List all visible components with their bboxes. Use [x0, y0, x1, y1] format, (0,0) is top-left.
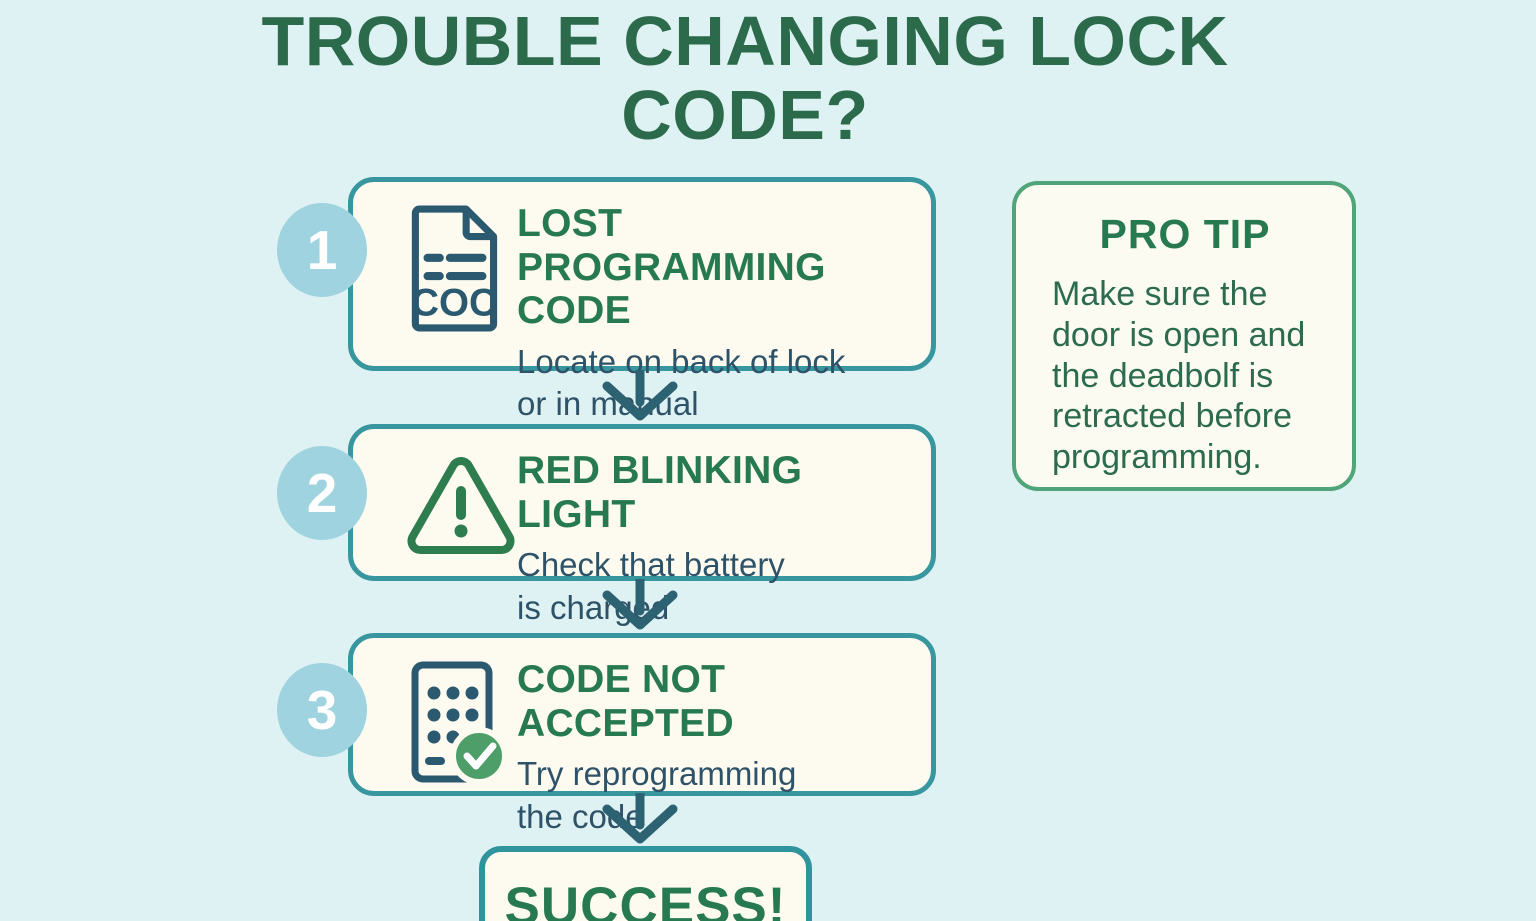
keypad-check-icon	[405, 658, 517, 785]
document-icon-label: COC	[411, 282, 497, 325]
step-1-description: Locate on back of lock or in manual	[517, 343, 846, 423]
step-2-description: Check that battery is charged	[517, 546, 785, 626]
step-3-heading: CODE NOT ACCEPTED	[517, 658, 734, 745]
step-2-heading: RED BLINKING LIGHT	[517, 449, 803, 536]
step-1-heading: LOST PROGRAMMING CODE	[517, 202, 826, 333]
page-title: TROUBLE CHANGING LOCK CODE?	[261, 2, 1229, 155]
step-box-code-not-accepted: CODE NOT ACCEPTED Try reprogramming the …	[348, 633, 936, 835]
step-1-number: 1	[306, 219, 338, 281]
warning-triangle-icon	[405, 449, 517, 562]
step-box-lost-programming-code: COC LOST PROGRAMMING CODE Locate on back…	[348, 177, 936, 422]
pro-tip-body: Make sure the door is open and the deadb…	[1052, 275, 1306, 477]
flow-arrow-down-icon	[602, 579, 678, 630]
step-3-description: Try reprogramming the code	[517, 755, 797, 835]
step-1-number-badge: 1	[277, 203, 367, 297]
success-box: SUCCESS!	[479, 846, 812, 921]
flow-arrow-down-icon	[602, 370, 678, 421]
step-2-number: 2	[306, 462, 338, 524]
step-box-red-blinking-light: RED BLINKING LIGHT Check that battery is…	[348, 424, 936, 626]
pro-tip-heading: PRO TIP	[1099, 211, 1271, 257]
step-3-number-badge: 3	[277, 663, 367, 757]
step-2-number-badge: 2	[277, 446, 367, 540]
document-coc-icon: COC	[405, 202, 517, 352]
success-label: SUCCESS!	[504, 877, 787, 921]
step-3-number: 3	[306, 679, 338, 741]
flow-arrow-down-icon	[602, 793, 678, 844]
pro-tip-box: PRO TIP Make sure the door is open and t…	[1012, 181, 1356, 491]
